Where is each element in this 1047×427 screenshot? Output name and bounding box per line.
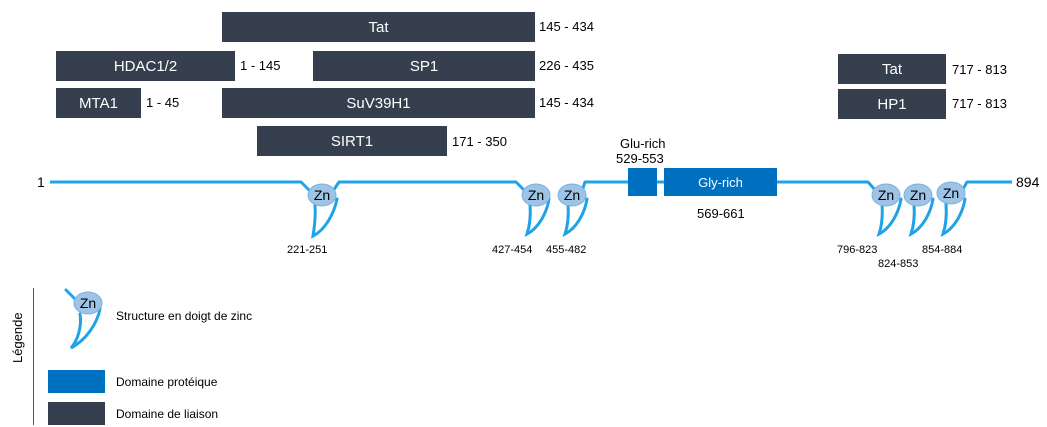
protein-domain-gly-rich: Gly-rich xyxy=(664,168,777,196)
zinc-label-5: Zn xyxy=(910,187,926,203)
zinc-label-4: Zn xyxy=(878,187,894,203)
zinc-label-6: Zn xyxy=(943,185,959,201)
zinc-label-2: Zn xyxy=(528,187,544,203)
zinc-oval-5 xyxy=(903,183,933,207)
zinc-loop-3 xyxy=(562,197,589,237)
legend-protein-text: Domaine protéique xyxy=(116,375,218,389)
legend-divider xyxy=(33,288,34,425)
zinc-loop-2 xyxy=(524,197,551,237)
backbone-line xyxy=(50,180,312,193)
gly-rich-range: 569-661 xyxy=(697,206,745,221)
binding-domain-suv39h1: SuV39H1 xyxy=(222,88,535,118)
backbone-start-label: 1 xyxy=(37,174,45,190)
legend-zinc-text: Structure en doigt de zinc xyxy=(116,309,253,323)
zinc-oval-6 xyxy=(936,181,966,205)
glu-rich-label: Glu-rich xyxy=(620,136,666,151)
backbone-end-label: 894 xyxy=(1016,174,1040,190)
zinc-oval-1 xyxy=(307,183,337,207)
backbone-line-3 xyxy=(580,180,628,192)
zinc-range-2: 427-454 xyxy=(492,244,533,256)
legend-protein-swatch xyxy=(48,370,105,393)
zinc-loop-6 xyxy=(940,197,967,237)
binding-range-mta1: 1 - 45 xyxy=(146,95,180,110)
binding-domain-hp1: HP1 xyxy=(838,89,946,119)
binding-range-hdac: 1 - 145 xyxy=(240,58,281,73)
binding-domain-hdac: HDAC1/2 xyxy=(56,51,235,81)
binding-range-hp1: 717 - 813 xyxy=(952,96,1007,111)
zinc-label-1: Zn xyxy=(314,187,330,203)
legend-zinc-label: Zn xyxy=(80,295,96,311)
zinc-oval-2 xyxy=(521,183,551,207)
binding-domain-mta1: MTA1 xyxy=(56,88,141,118)
zinc-oval-3 xyxy=(557,183,587,207)
zinc-loop-5 xyxy=(908,197,935,237)
zinc-loop-4 xyxy=(876,197,903,237)
legend-zinc-oval xyxy=(73,291,103,315)
legend-binding-text: Domaine de liaison xyxy=(116,407,219,421)
binding-domain-sirt1: SIRT1 xyxy=(257,126,447,156)
legend-title: Légende xyxy=(10,312,25,363)
zinc-range-1: 221-251 xyxy=(287,244,328,256)
backbone-line-2 xyxy=(331,180,527,193)
zinc-loop-1 xyxy=(311,197,339,239)
binding-domain-sp1: SP1 xyxy=(313,51,535,81)
zinc-range-6: 854-884 xyxy=(922,244,963,256)
protein-domain-glu-rich xyxy=(628,168,657,196)
zinc-oval-4 xyxy=(871,183,901,207)
binding-domain-tat: Tat xyxy=(222,12,535,42)
legend-zinc-loop xyxy=(69,307,102,350)
binding-range-suv39h1: 145 - 434 xyxy=(539,95,594,110)
legend-binding-swatch xyxy=(48,402,105,425)
zinc-range-4: 796-823 xyxy=(837,244,878,256)
glu-rich-range: 529-553 xyxy=(616,151,664,166)
binding-range-tat-2: 717 - 813 xyxy=(952,62,1007,77)
backbone-line-5 xyxy=(777,180,878,192)
zinc-range-3: 455-482 xyxy=(546,244,587,256)
binding-range-sirt1: 171 - 350 xyxy=(452,134,507,149)
zinc-range-5: 824-853 xyxy=(878,258,919,270)
zinc-label-3: Zn xyxy=(564,187,580,203)
backbone-line-6 xyxy=(960,180,1012,192)
binding-domain-tat-2: Tat xyxy=(838,54,946,84)
binding-range-sp1: 226 - 435 xyxy=(539,58,594,73)
binding-range-tat: 145 - 434 xyxy=(539,19,594,34)
